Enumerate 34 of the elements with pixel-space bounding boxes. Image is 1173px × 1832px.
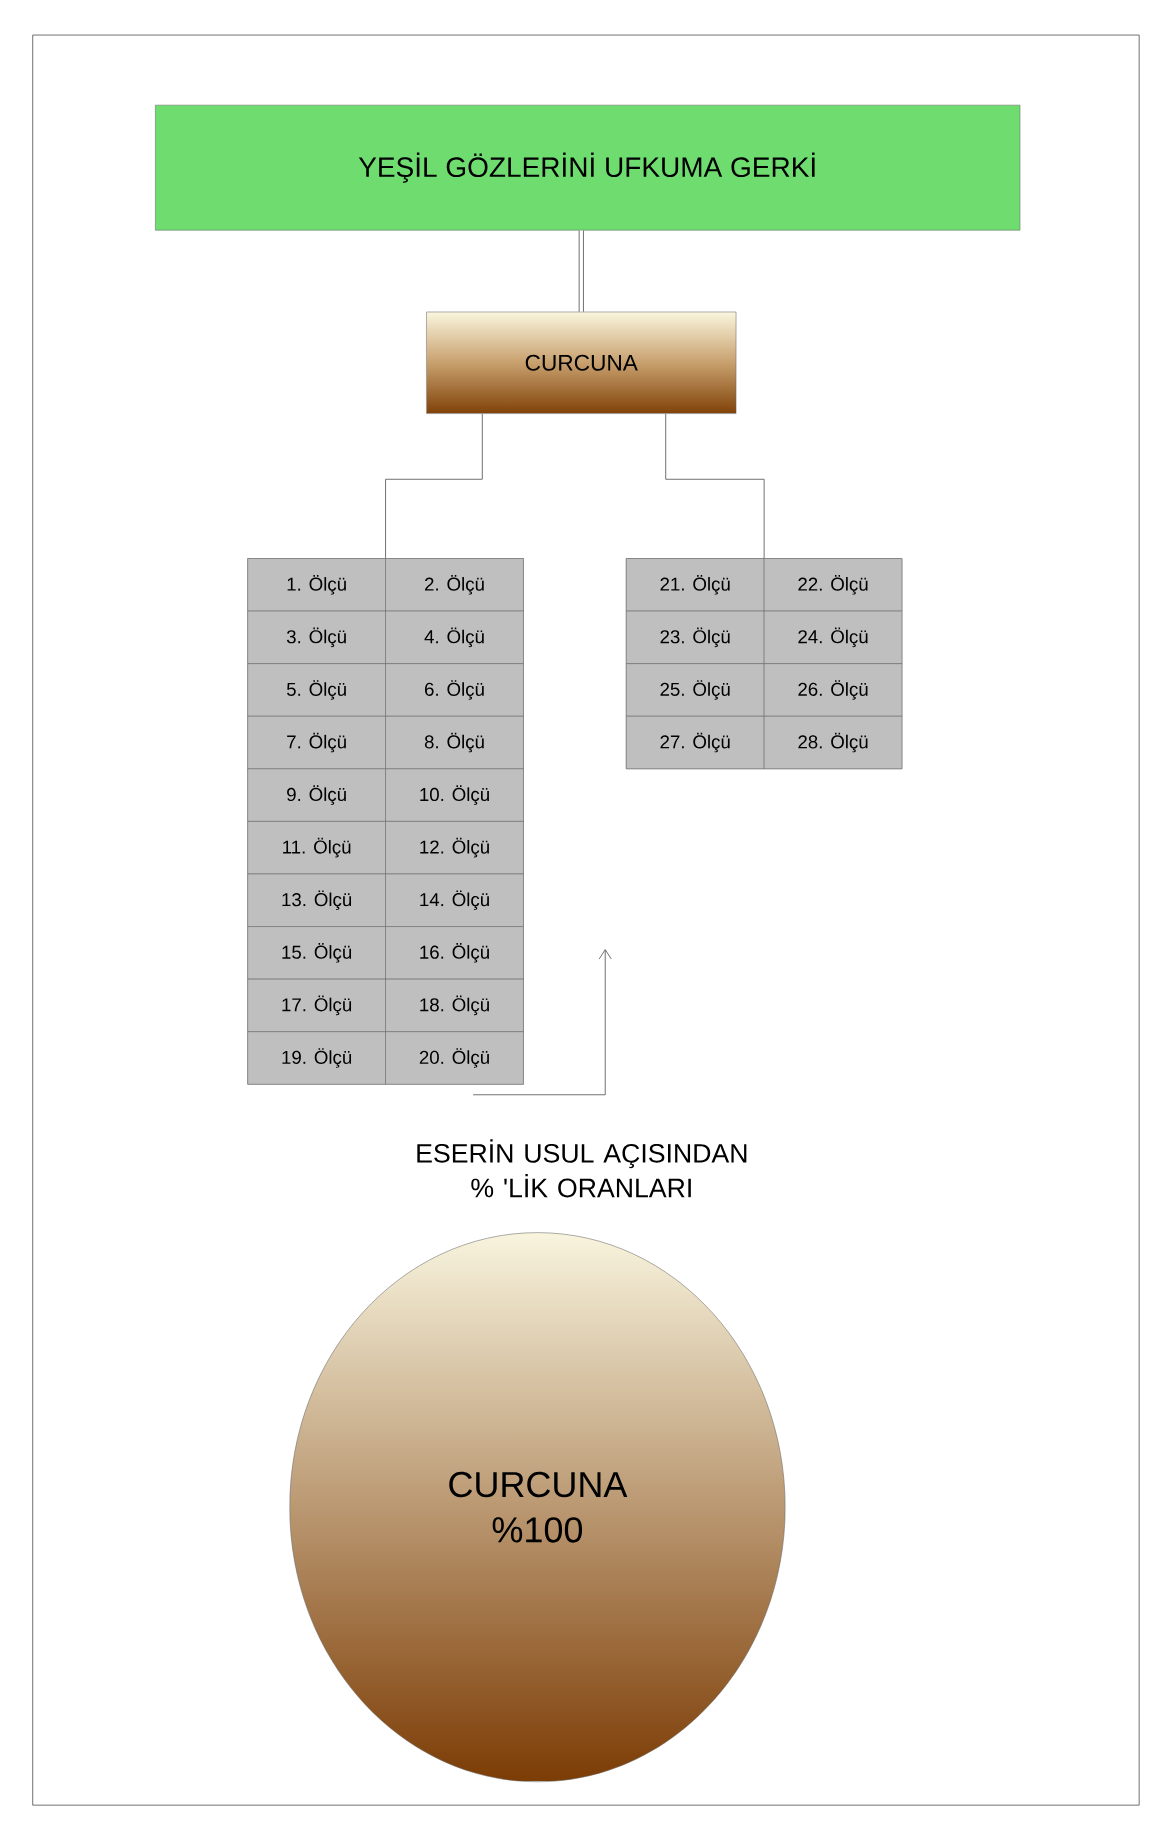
table-cell: 7. Ölçü [247,715,386,770]
caption-text: ESERİN USUL AÇISINDAN % 'LİK ORANLARI [417,1139,747,1198]
table-cell: 24. Ölçü [763,610,903,664]
table-cell: 14. Ölçü [385,873,524,927]
process-box: CURCUNA [426,311,737,414]
table-cell: 13. Ölçü [247,873,386,927]
table-cell: 16. Ölçü [385,926,524,980]
table-cell: 10. Ölçü [385,768,524,822]
table-cell: 18. Ölçü [385,978,524,1032]
table-cell: 1. Ölçü [247,558,386,612]
table-cell: 20. Ölçü [385,1031,524,1085]
table-cell: 19. Ölçü [247,1031,386,1085]
connector [578,230,584,312]
table-cell: 4. Ölçü [385,610,524,664]
table-cell: 6. Ölçü [385,663,524,717]
table-cell: 28. Ölçü [763,715,903,770]
table-cell: 23. Ölçü [625,610,765,664]
title-box: YEŞİL GÖZLERİNİ UFKUMA GERKİ [155,104,1021,231]
table-cell: 17. Ölçü [247,978,386,1032]
table-cell: 11. Ölçü [247,821,386,875]
table-cell: 2. Ölçü [385,558,524,612]
table-cell: 3. Ölçü [247,610,386,664]
table-cell: 22. Ölçü [763,558,903,612]
connector [385,413,483,559]
table-cell: 15. Ölçü [247,926,386,980]
table-cell: 8. Ölçü [385,715,524,770]
table-cell: 21. Ölçü [625,558,765,612]
table-cell: 26. Ölçü [763,663,903,717]
connector [665,413,765,559]
table-cell: 25. Ölçü [625,663,765,717]
table-cell: 12. Ölçü [385,821,524,875]
table-cell: 27. Ölçü [625,715,765,770]
table-cell: 5. Ölçü [247,663,386,717]
table-cell: 9. Ölçü [247,768,386,822]
